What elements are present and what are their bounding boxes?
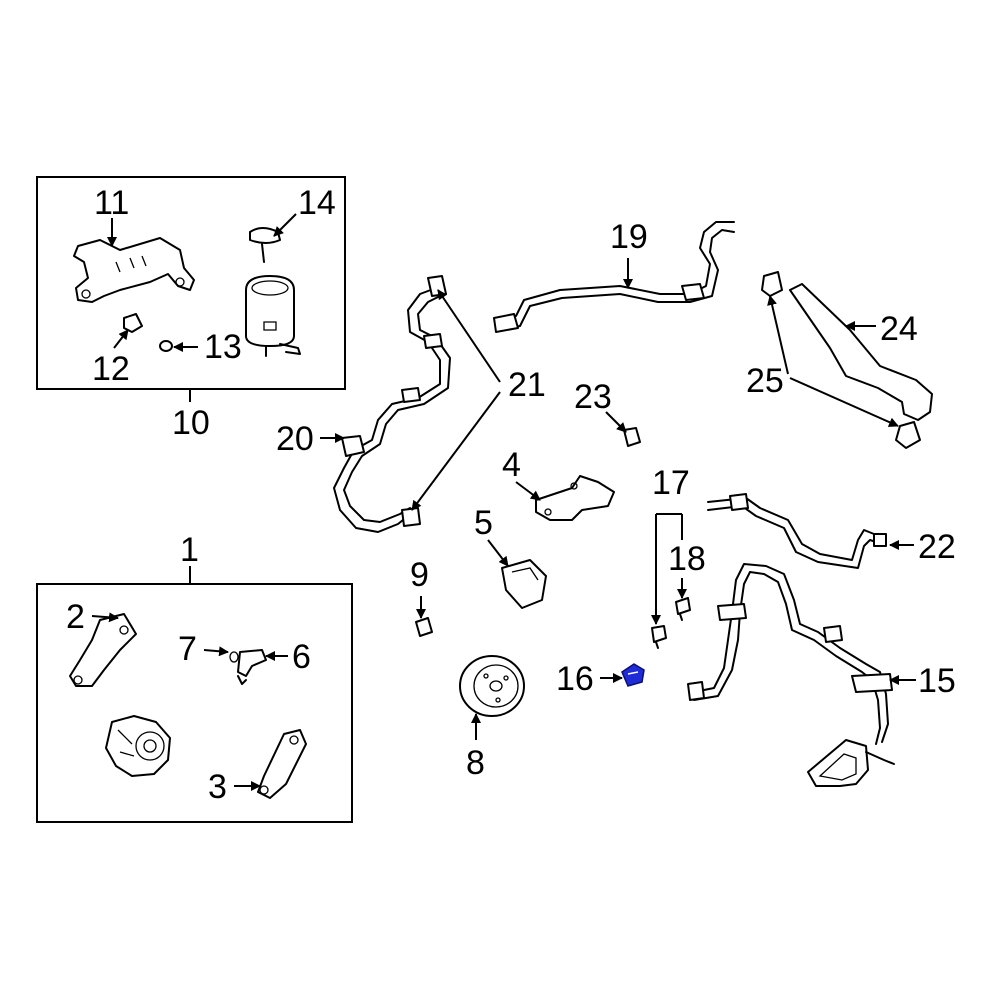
callout-12: 12: [92, 350, 130, 388]
leader-7: [203, 646, 229, 657]
pump-bracket-part[interactable]: [69, 613, 137, 687]
leader-21-upper: [437, 289, 501, 383]
callout-6: 6: [292, 638, 311, 676]
callout-15: 15: [918, 662, 956, 700]
leader-14: [273, 213, 297, 237]
reservoir-bracket-part[interactable]: [73, 237, 195, 303]
callout-17: 17: [652, 464, 690, 502]
callout-11: 11: [94, 184, 129, 222]
callout-2: 2: [66, 598, 85, 636]
small-grommet-part[interactable]: [159, 340, 173, 352]
callout-3: 3: [208, 768, 227, 806]
o-ring-part[interactable]: [229, 651, 239, 663]
callout-13: 13: [204, 328, 242, 366]
callout-10: 10: [172, 404, 210, 442]
hose-clamp-part[interactable]: [623, 427, 641, 447]
callout-24: 24: [880, 310, 918, 348]
callout-1: 1: [180, 531, 199, 569]
callout-9: 9: [410, 556, 429, 594]
leader-21-lower: [411, 391, 501, 511]
leader-4: [515, 481, 541, 501]
return-hose-part[interactable]: [333, 275, 451, 533]
reservoir-tank-part[interactable]: [245, 275, 301, 357]
callout-14: 14: [298, 184, 336, 222]
leader-25-lower: [789, 377, 899, 427]
callout-7: 7: [178, 630, 197, 668]
reservoir-cap-part[interactable]: [249, 227, 281, 263]
leader-25-upper: [767, 295, 789, 375]
callout-25: 25: [746, 362, 784, 400]
cooler-pipe-part[interactable]: [707, 493, 887, 569]
nut-part[interactable]: [415, 617, 433, 637]
callout-16: 16: [556, 660, 594, 698]
pump-pulley-part[interactable]: [459, 655, 525, 717]
leader-5: [487, 539, 509, 567]
suction-hose-part[interactable]: [761, 271, 933, 449]
callout-8: 8: [466, 744, 485, 782]
leader-12: [113, 329, 129, 349]
callout-18: 18: [668, 540, 706, 578]
pump-adjusting-bracket-part[interactable]: [257, 729, 307, 799]
return-hose-assembly-part[interactable]: [687, 563, 895, 787]
callout-23: 23: [574, 378, 612, 416]
leader-23: [605, 411, 627, 433]
fitting-18-part[interactable]: [675, 597, 691, 621]
fitting-17-part[interactable]: [651, 625, 667, 649]
grommet-part[interactable]: [123, 313, 143, 333]
pressure-line-part[interactable]: [493, 221, 735, 333]
pump-group-box: [36, 583, 353, 823]
highlighted-clamp-part[interactable]: [621, 663, 645, 687]
cover-plate-part[interactable]: [501, 559, 547, 609]
callout-22: 22: [918, 528, 956, 566]
leader-2: [91, 612, 119, 623]
callout-21: 21: [508, 366, 546, 404]
callout-4: 4: [502, 446, 521, 484]
callout-5: 5: [474, 504, 493, 542]
callout-20: 20: [276, 420, 314, 458]
union-fitting-part[interactable]: [237, 649, 267, 685]
callout-19: 19: [610, 218, 648, 256]
power-steering-pump-part[interactable]: [105, 715, 171, 777]
line-bracket-part[interactable]: [535, 475, 615, 521]
